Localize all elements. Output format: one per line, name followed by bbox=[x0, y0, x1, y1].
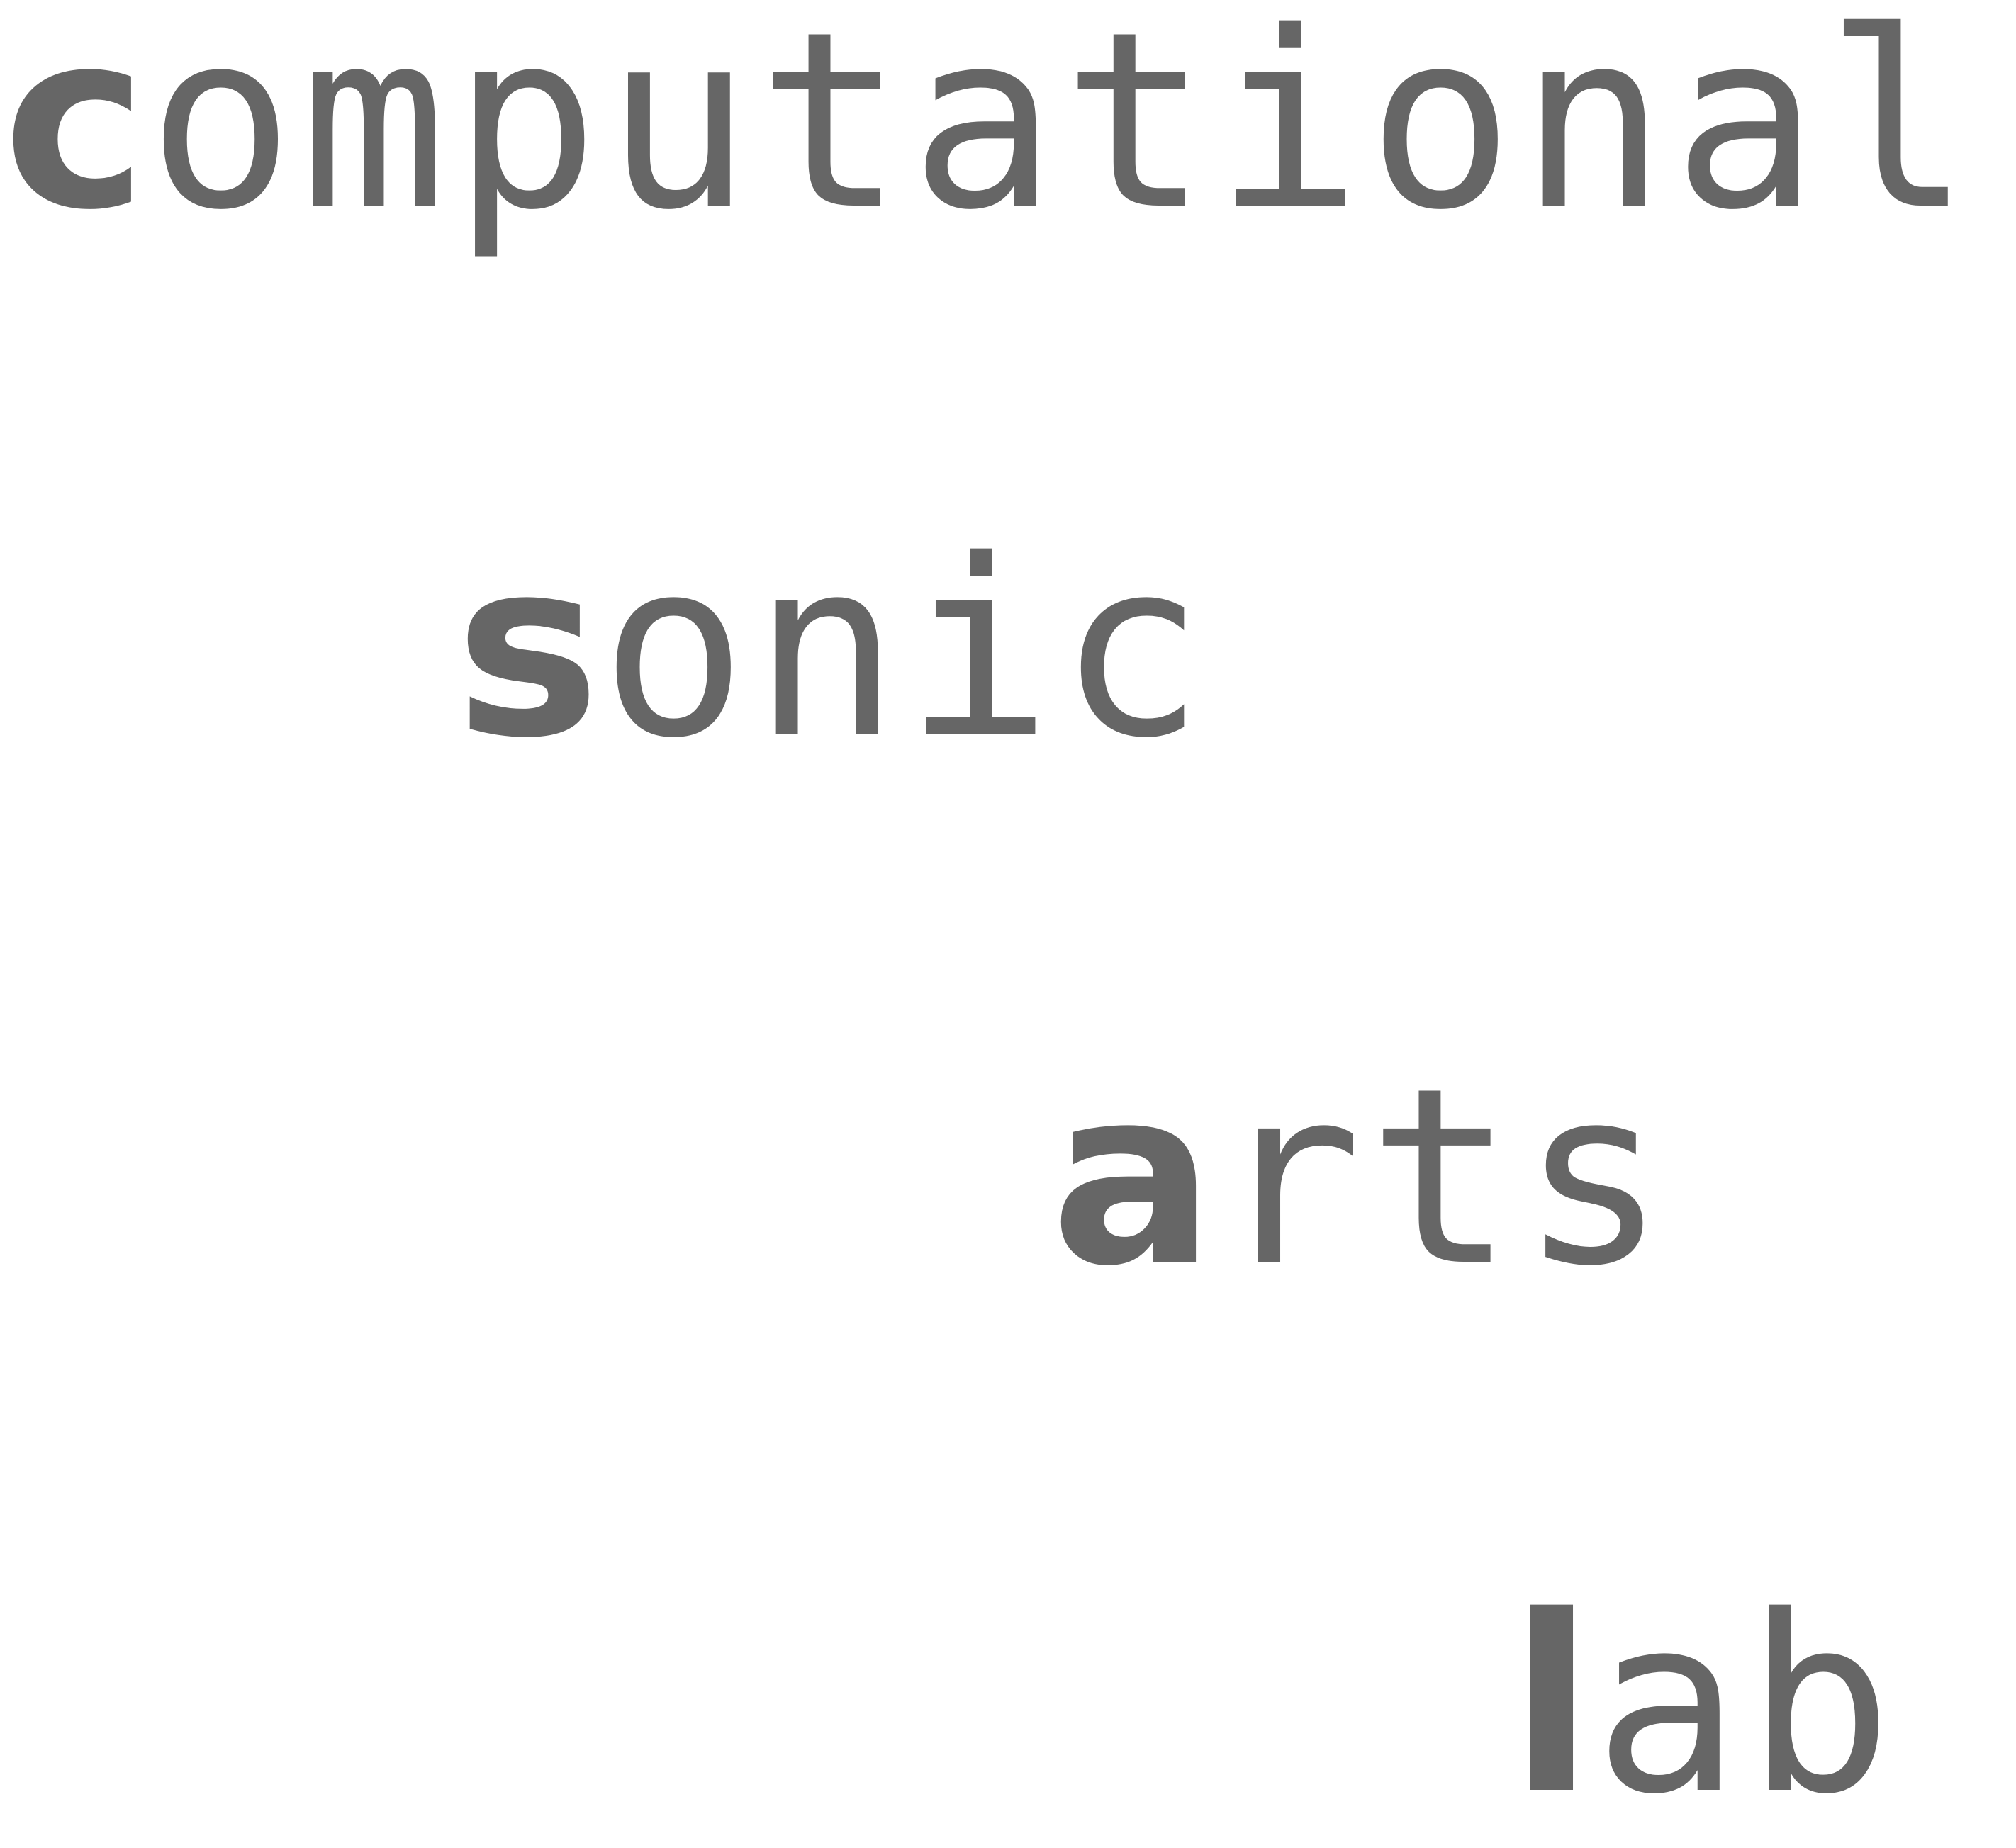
word-rest: rts bbox=[1215, 1036, 1673, 1320]
word-rest: omputational bbox=[147, 0, 1978, 264]
word-lab: lab bbox=[1510, 1584, 1898, 1828]
word-initial: c bbox=[3, 0, 147, 264]
word-initial: l bbox=[1510, 1564, 1594, 1848]
word-computational: computational bbox=[3, 0, 1977, 244]
word-initial: a bbox=[1051, 1036, 1216, 1320]
word-initial: s bbox=[455, 508, 600, 792]
word-rest: onic bbox=[600, 508, 1211, 792]
word-arts: arts bbox=[1051, 1056, 1672, 1300]
word-sonic: sonic bbox=[455, 528, 1210, 772]
word-rest: ab bbox=[1593, 1564, 1899, 1848]
